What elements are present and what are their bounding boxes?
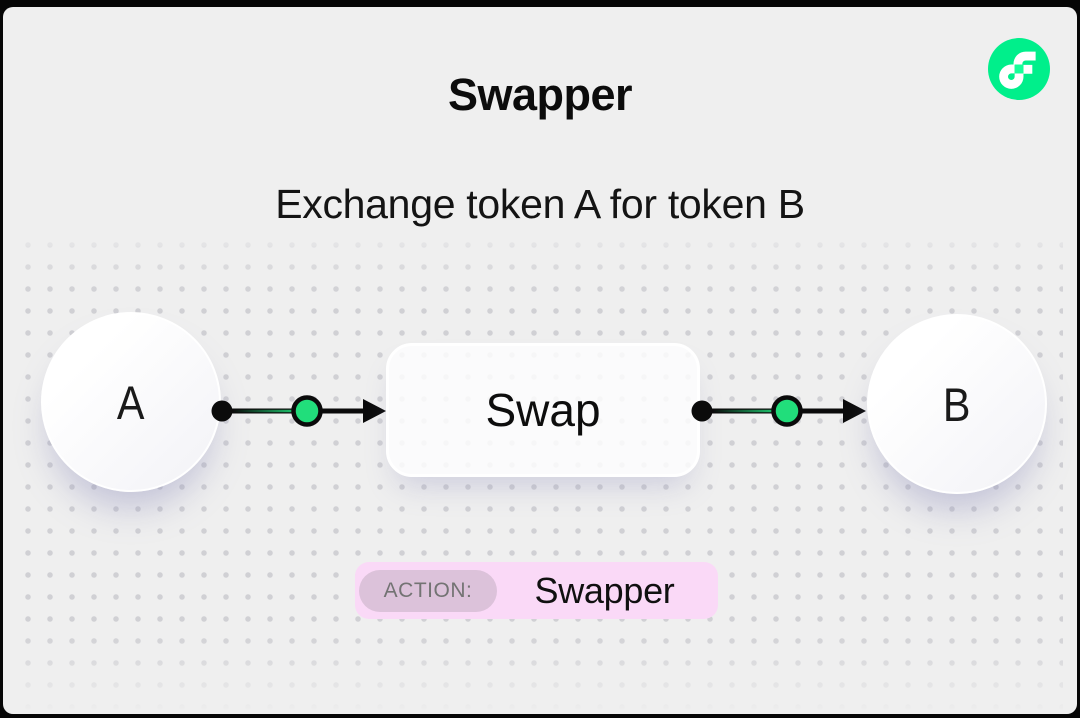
token-a-label: A	[117, 375, 145, 429]
action-badge: ACTION: Swapper	[355, 562, 718, 619]
token-b-node: B	[867, 314, 1047, 494]
flow-logo-icon	[988, 38, 1050, 100]
arrowhead-icon	[843, 399, 866, 423]
start-dot-icon	[691, 400, 713, 422]
swap-node-label: Swap	[485, 384, 601, 436]
arrowhead-icon	[363, 399, 386, 423]
page-subtitle: Exchange token A for token B	[275, 181, 805, 227]
token-b-label: B	[943, 377, 971, 431]
diagram-card: Swapper Exchange token A for token B A S…	[3, 7, 1077, 714]
action-badge-value: Swapper	[534, 569, 675, 611]
start-dot-icon	[211, 400, 233, 422]
flow-token-dot-icon	[771, 395, 803, 427]
swap-node: Swap	[386, 343, 700, 477]
connector-arrow-right	[691, 395, 866, 427]
token-a-node: A	[41, 312, 221, 492]
connector-arrow-left	[211, 395, 386, 427]
flow-token-dot-icon	[291, 395, 323, 427]
action-badge-label: ACTION:	[359, 569, 497, 612]
page-title: Swapper	[447, 69, 633, 120]
